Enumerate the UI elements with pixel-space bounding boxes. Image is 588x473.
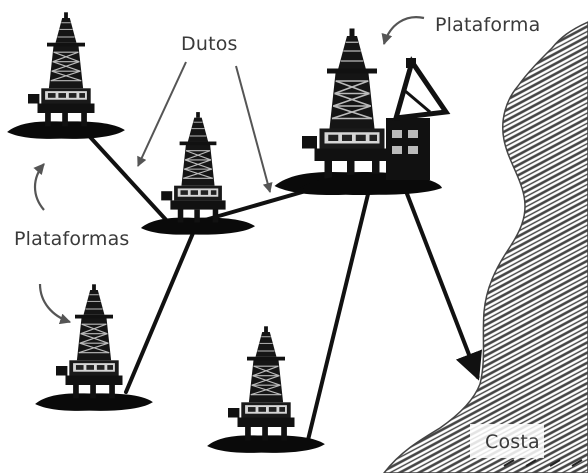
plataforma-label: Plataforma: [435, 14, 541, 36]
dutos-arrow-left: [137, 61, 187, 167]
oil-platform-icon: [34, 283, 154, 412]
curved-arrow-icon: [33, 163, 45, 211]
oil-platform-icon: [140, 111, 256, 236]
main-platform-with-crane-icon: [273, 27, 451, 196]
coast-shape: [383, 21, 588, 473]
dutos-arrow-right: [235, 65, 273, 193]
pipe-main-to-bottom-center: [306, 184, 372, 442]
pipe-center-to-bottom-left: [124, 224, 198, 394]
oil-platform-icon: [206, 325, 326, 454]
curved-arrow-icon: [381, 16, 425, 46]
costa-label: Costa: [485, 431, 540, 453]
plataformas-label: Plataformas: [14, 228, 130, 250]
pipe-main-to-coast: [402, 185, 483, 381]
dutos-label: Dutos: [181, 33, 238, 55]
oil-platform-icon: [6, 11, 126, 140]
pipe-top-left-to-center: [78, 124, 170, 224]
curved-arrow-icon: [38, 283, 72, 325]
